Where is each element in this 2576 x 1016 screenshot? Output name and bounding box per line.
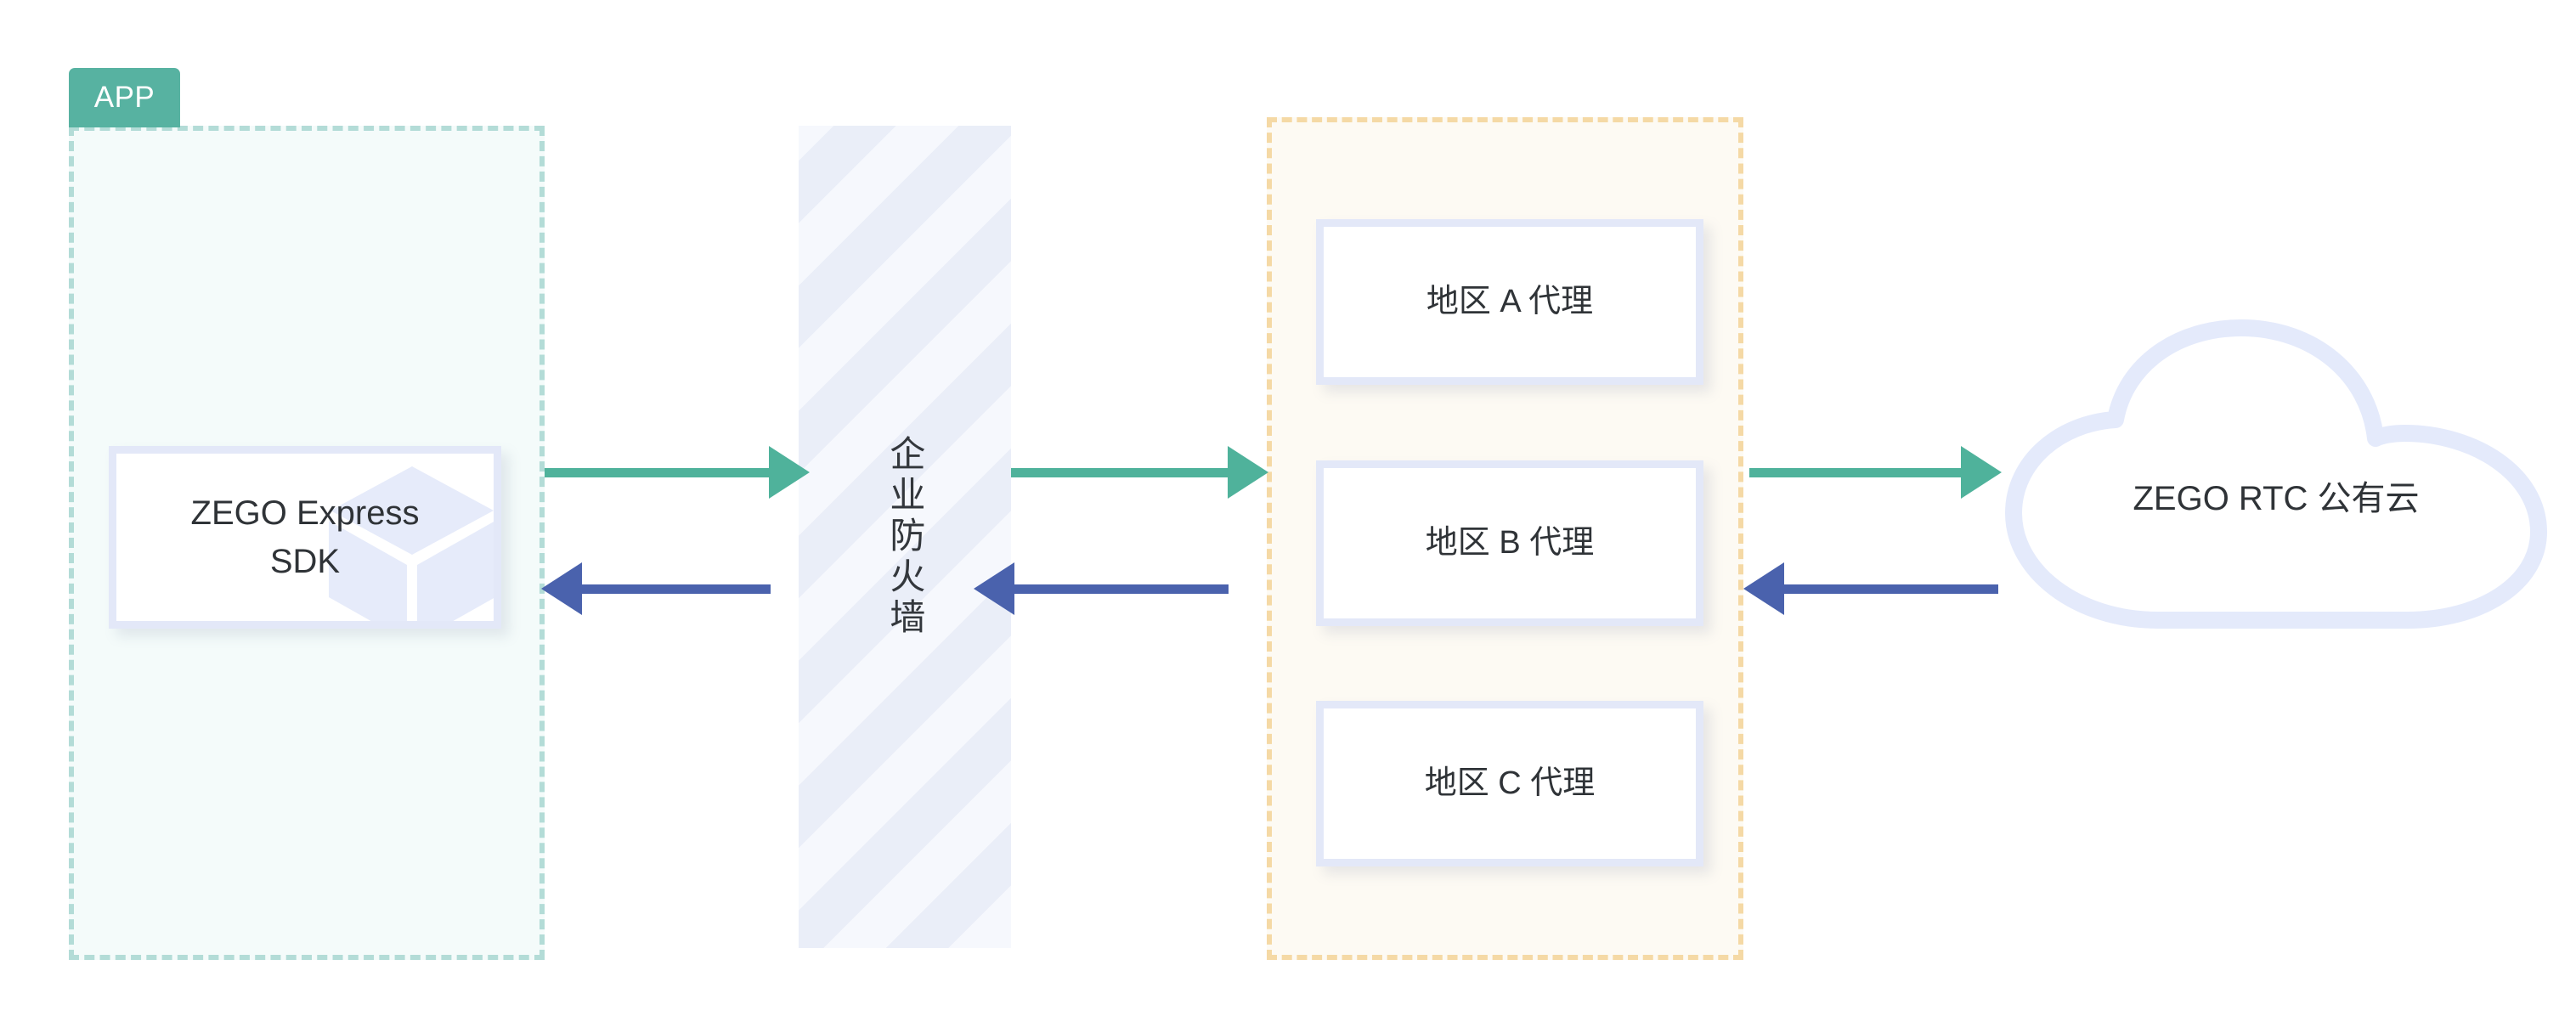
flow-arrowhead-proxy-to-firewall (974, 562, 1014, 615)
flow-arrow-firewall-to-app (582, 584, 771, 594)
flow-arrowhead-firewall-to-proxy (1228, 446, 1268, 499)
proxy-box-region-a: 地区 A 代理 (1316, 219, 1703, 385)
flow-arrow-cloud-to-proxy (1784, 584, 1998, 594)
zego-rtc-public-cloud: ZEGO RTC 公有云 (1998, 319, 2554, 630)
proxy-box-region-b: 地区 B 代理 (1316, 460, 1703, 626)
cloud-shape-icon (2005, 319, 2547, 629)
flow-arrow-firewall-to-proxy (1011, 468, 1228, 477)
proxy-label-region-b: 地区 B 代理 (1425, 524, 1595, 561)
enterprise-firewall-label: 企业防火墙 (884, 435, 925, 639)
proxy-box-region-c: 地区 C 代理 (1316, 701, 1703, 866)
flow-arrowhead-cloud-to-proxy (1743, 562, 1784, 615)
flow-arrowhead-app-to-firewall (769, 446, 810, 499)
flow-arrow-app-to-firewall (545, 468, 769, 477)
enterprise-firewall: 企业防火墙 (799, 126, 1011, 948)
zego-express-sdk-label: ZEGO Express SDK (190, 494, 420, 580)
zego-rtc-public-cloud-label: ZEGO RTC 公有云 (2133, 480, 2420, 517)
flow-arrowhead-firewall-to-app (541, 562, 582, 615)
flow-arrow-proxy-to-cloud (1749, 468, 1961, 477)
app-zone-badge: APP (69, 68, 180, 127)
proxy-label-region-c: 地区 C 代理 (1424, 765, 1596, 801)
flow-arrow-proxy-to-firewall (1014, 584, 1229, 594)
proxy-label-region-a: 地区 A 代理 (1426, 283, 1594, 319)
zego-express-sdk-box: ZEGO Express SDK (109, 446, 501, 629)
flow-arrowhead-proxy-to-cloud (1961, 446, 2002, 499)
